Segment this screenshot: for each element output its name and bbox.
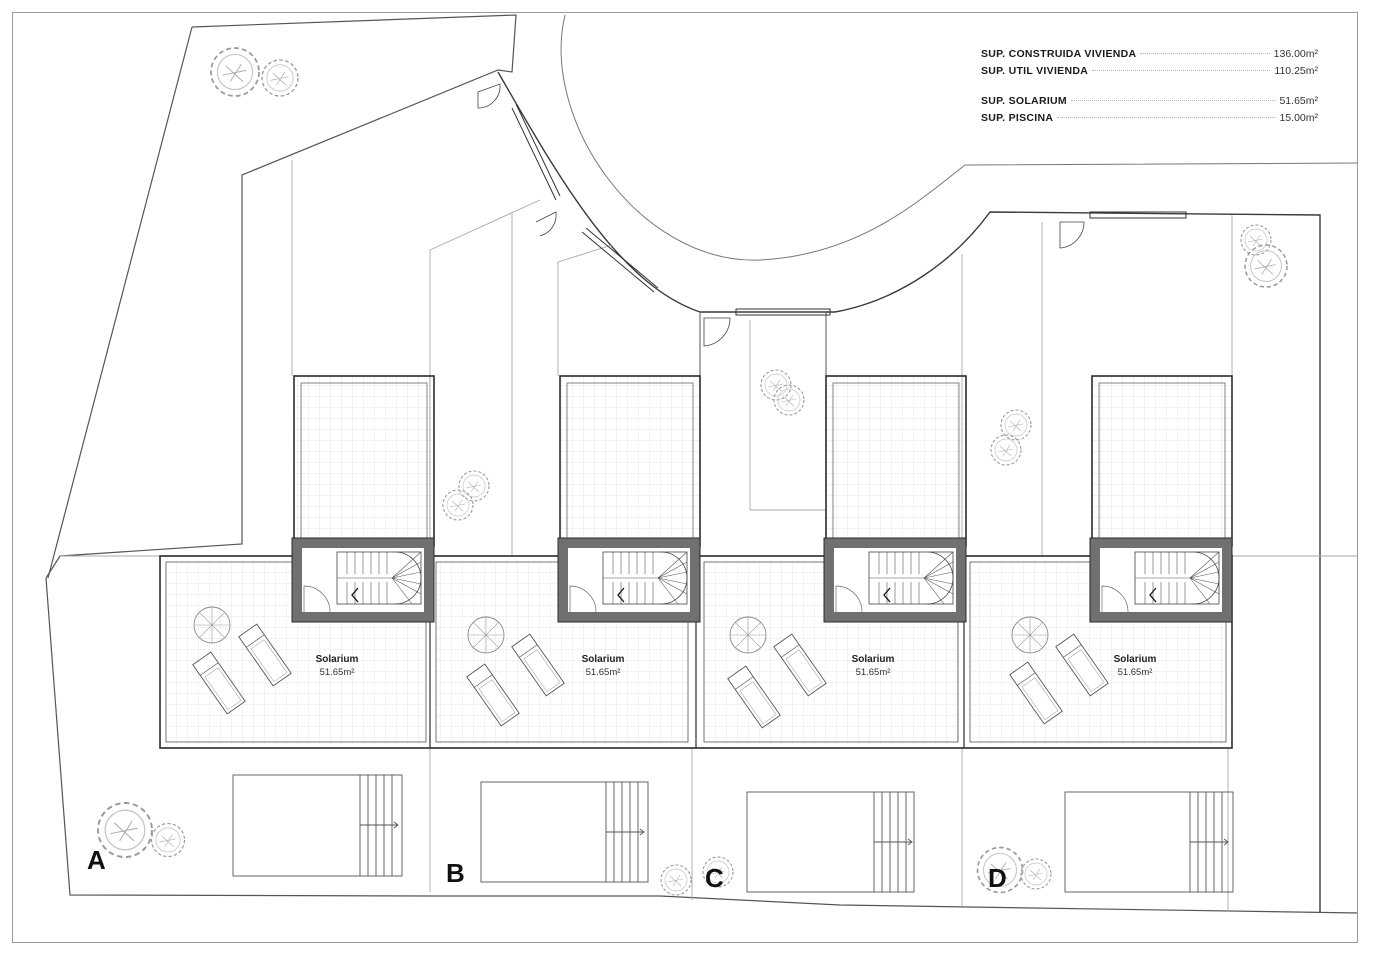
unit-letter-d: D bbox=[988, 863, 1007, 893]
leader-dots bbox=[1092, 70, 1271, 71]
area-legend: SUP. CONSTRUIDA VIVIENDA 136.00m² SUP. U… bbox=[981, 48, 1318, 129]
unit-letter-b: B bbox=[446, 858, 465, 888]
solarium-label-d: Solarium bbox=[1113, 654, 1157, 665]
solarium-label-c: Solarium bbox=[851, 654, 895, 665]
legend-row-built-area: SUP. CONSTRUIDA VIVIENDA 136.00m² bbox=[981, 48, 1318, 65]
unit-letter-c: C bbox=[705, 863, 724, 893]
entrance-doors bbox=[477, 83, 1187, 347]
legend-label: SUP. PISCINA bbox=[981, 112, 1054, 124]
legend-row-solarium-area: SUP. SOLARIUM 51.65m² bbox=[981, 95, 1318, 112]
solarium-area-d: 51.65m² bbox=[1117, 667, 1153, 678]
legend-value: 51.65m² bbox=[1279, 95, 1318, 107]
leader-dots bbox=[1140, 53, 1270, 54]
legend-value: 15.00m² bbox=[1279, 112, 1318, 124]
legend-row-pool-area: SUP. PISCINA 15.00m² bbox=[981, 112, 1318, 129]
leader-dots bbox=[1057, 117, 1276, 118]
unit-letter-a: A bbox=[87, 845, 106, 875]
facade-curve bbox=[497, 71, 1321, 912]
solarium-area-a: 51.65m² bbox=[319, 667, 355, 678]
legend-value: 136.00m² bbox=[1273, 48, 1318, 60]
solarium-area-b: 51.65m² bbox=[585, 667, 621, 678]
legend-label: SUP. UTIL VIVIENDA bbox=[981, 65, 1089, 77]
legend-label: SUP. CONSTRUIDA VIVIENDA bbox=[981, 48, 1137, 60]
pergola-volumes bbox=[293, 375, 1233, 547]
solarium-label-b: Solarium bbox=[581, 654, 625, 665]
pools bbox=[232, 774, 1234, 893]
leader-dots bbox=[1070, 100, 1276, 101]
solarium-label-a: Solarium bbox=[315, 654, 359, 665]
stair-cores bbox=[291, 537, 1233, 623]
legend-value: 110.25m² bbox=[1274, 65, 1318, 77]
street-curve bbox=[560, 14, 1359, 261]
solarium-area-c: 51.65m² bbox=[855, 667, 891, 678]
legend-label: SUP. SOLARIUM bbox=[981, 95, 1067, 107]
legend-row-usable-area: SUP. UTIL VIVIENDA 110.25m² bbox=[981, 65, 1318, 82]
